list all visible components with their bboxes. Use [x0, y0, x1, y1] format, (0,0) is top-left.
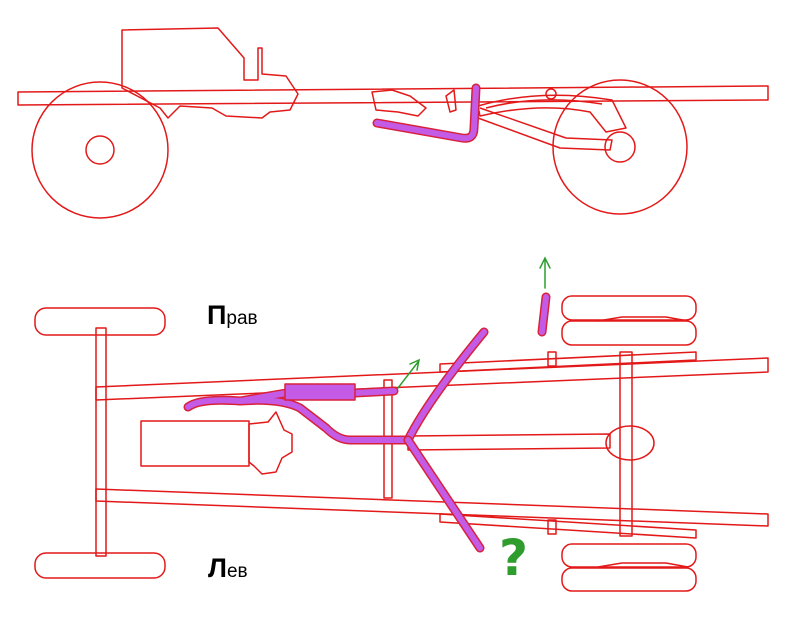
top-crossmember-rear	[619, 351, 633, 537]
top-rear-left-inner-wheel	[561, 567, 697, 592]
top-muffler	[284, 383, 356, 401]
top-engine	[140, 420, 250, 467]
top-frame-rail-left	[95, 488, 769, 527]
top-right-leaf-spring	[439, 351, 697, 373]
left-side-label: Лев	[208, 553, 248, 584]
top-rear-right-outer-wheel	[561, 295, 697, 321]
top-left-leaf-spring	[439, 513, 697, 539]
side-leaf-spring	[477, 94, 627, 133]
top-right-spring-bracket	[547, 351, 557, 367]
flow-arrow-muffler	[397, 358, 421, 389]
right-side-label-initial: П	[207, 300, 227, 330]
left-side-label-rest: ев	[226, 561, 248, 582]
side-view	[17, 27, 769, 219]
top-rear-left-outer-wheel	[561, 543, 697, 568]
top-rear-right-wheel-gap	[597, 316, 689, 322]
top-gearbox	[248, 411, 293, 475]
side-front-wheel	[31, 81, 169, 219]
side-engine-block	[371, 89, 427, 117]
top-front-right-wheel	[34, 307, 166, 336]
left-side-label-initial: Л	[208, 553, 227, 583]
side-bracket	[445, 89, 457, 113]
right-side-label-rest: рав	[226, 308, 258, 329]
top-differential	[605, 425, 655, 461]
side-spring-shackle	[545, 88, 557, 100]
side-rear-axle-arm	[477, 107, 613, 151]
top-crossmember-center	[383, 379, 393, 499]
flow-arrow-upper	[539, 256, 551, 289]
side-rear-wheel	[552, 79, 688, 215]
side-cab-body	[121, 27, 299, 119]
right-side-label: Прав	[207, 300, 258, 331]
top-front-left-wheel	[34, 552, 166, 579]
question-mark: ?	[499, 529, 529, 587]
side-spring-leaf-line	[485, 99, 603, 109]
top-rear-left-wheel-gap	[597, 562, 689, 568]
side-frame-rail	[17, 85, 769, 106]
top-left-spring-bracket	[547, 519, 557, 535]
top-rear-right-inner-wheel	[561, 320, 697, 346]
top-driveshaft	[407, 433, 611, 451]
top-front-axle	[95, 327, 107, 557]
exhaust-system	[183, 83, 551, 553]
